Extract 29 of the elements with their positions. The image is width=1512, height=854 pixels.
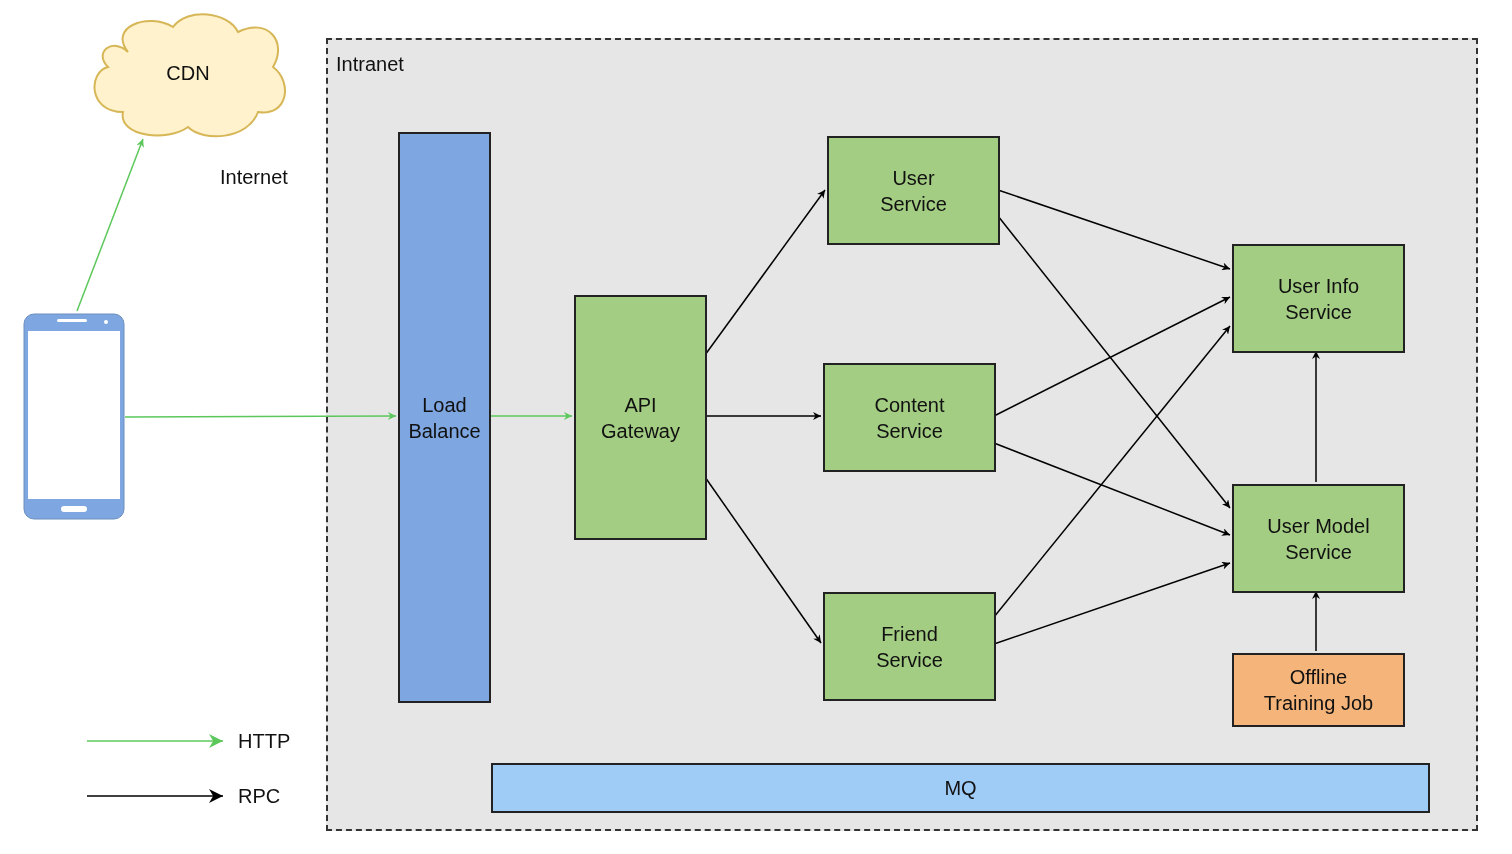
arrow xyxy=(993,561,1231,645)
cloud-label: CDN xyxy=(165,62,211,85)
region-title: Intranet xyxy=(336,53,404,76)
arrow xyxy=(993,296,1231,417)
arrow xyxy=(488,412,573,420)
legend-label: HTTP xyxy=(238,730,291,753)
legend-label: RPC xyxy=(238,785,281,808)
job-box: Offline Training Job xyxy=(1232,653,1405,727)
arrow xyxy=(76,138,144,312)
service-box: User Model Service xyxy=(1232,484,1405,593)
arrow xyxy=(997,215,1231,509)
queue-bar: MQ xyxy=(491,763,1430,813)
arrow xyxy=(993,442,1231,536)
service-box: User Service xyxy=(827,136,1000,245)
zone-label: Internet xyxy=(220,166,288,189)
arrow xyxy=(997,189,1231,271)
arrow xyxy=(704,476,822,644)
service-box: Friend Service xyxy=(823,592,996,701)
arrow xyxy=(704,412,822,420)
arrow xyxy=(124,412,397,421)
load-balancer-bar: Load Balance xyxy=(398,132,491,703)
dashed-region xyxy=(326,38,1478,831)
service-box: API Gateway xyxy=(574,295,707,540)
arrow xyxy=(1312,350,1320,483)
service-box: Content Service xyxy=(823,363,996,472)
arrow xyxy=(993,325,1231,618)
service-box: User Info Service xyxy=(1232,244,1405,353)
arrow xyxy=(1312,590,1320,652)
arrow xyxy=(704,189,826,356)
